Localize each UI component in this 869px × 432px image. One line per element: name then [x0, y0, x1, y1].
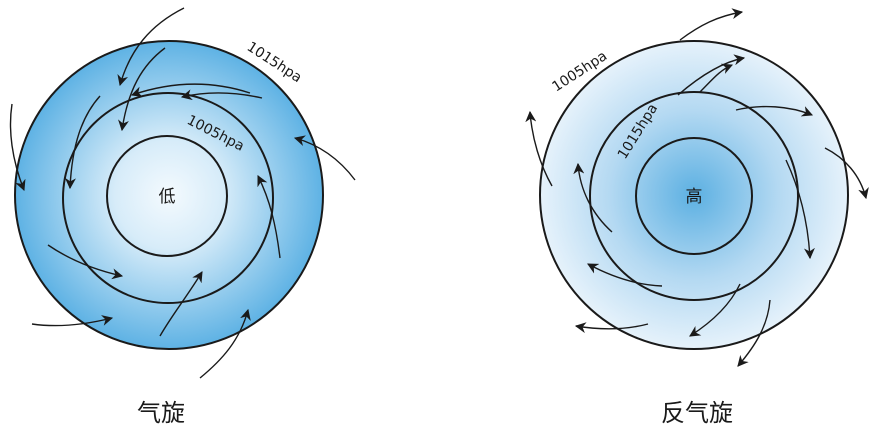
anticyclone-diagram: 高 1005hpa 1015hpa 反气旋 [525, 8, 869, 427]
anticyclone-center-label: 高 [686, 187, 703, 207]
cyclone-diagram: 低 1015hpa 1005hpa 气旋 [9, 7, 356, 427]
wind-arrow [785, 159, 815, 260]
wind-arrow [199, 308, 251, 379]
wind-arrow [737, 299, 771, 367]
anticyclone-caption: 反气旋 [661, 399, 733, 427]
wind-arrow [180, 89, 263, 101]
wind-arrow [118, 47, 166, 132]
wind-arrow [677, 54, 746, 96]
cyclone-wind-arrows [9, 7, 356, 379]
anticyclone-inner-isobar [635, 137, 753, 255]
anticyclone-outer-area [539, 40, 849, 350]
wind-arrow [679, 8, 744, 41]
wind-arrow [573, 162, 613, 233]
wind-arrow [31, 315, 114, 327]
wind-arrow [293, 135, 356, 181]
wind-arrow [47, 244, 124, 280]
wind-arrow [587, 263, 663, 287]
wind-arrow [525, 110, 553, 187]
cyclone-outer-isobar [62, 92, 274, 304]
anticyclone-wind-arrows [525, 8, 869, 367]
wind-arrow [117, 7, 185, 87]
cyclone-caption: 气旋 [137, 399, 185, 427]
wind-arrow [64, 95, 101, 190]
wind-arrow [130, 83, 251, 98]
wind-arrow [735, 105, 814, 117]
anticyclone-outer-isobar [589, 91, 799, 301]
wind-arrow [257, 175, 281, 259]
cyclone-center-label: 低 [159, 187, 176, 207]
wind-arrow [574, 322, 649, 334]
wind-arrow [159, 271, 203, 337]
cyclone-inner-isobar [106, 135, 228, 257]
wind-arrow [824, 147, 869, 200]
cyclone-outer-area [14, 40, 324, 350]
wind-arrow [689, 283, 741, 337]
wind-arrow [9, 103, 26, 192]
wind-arrow [699, 63, 734, 93]
